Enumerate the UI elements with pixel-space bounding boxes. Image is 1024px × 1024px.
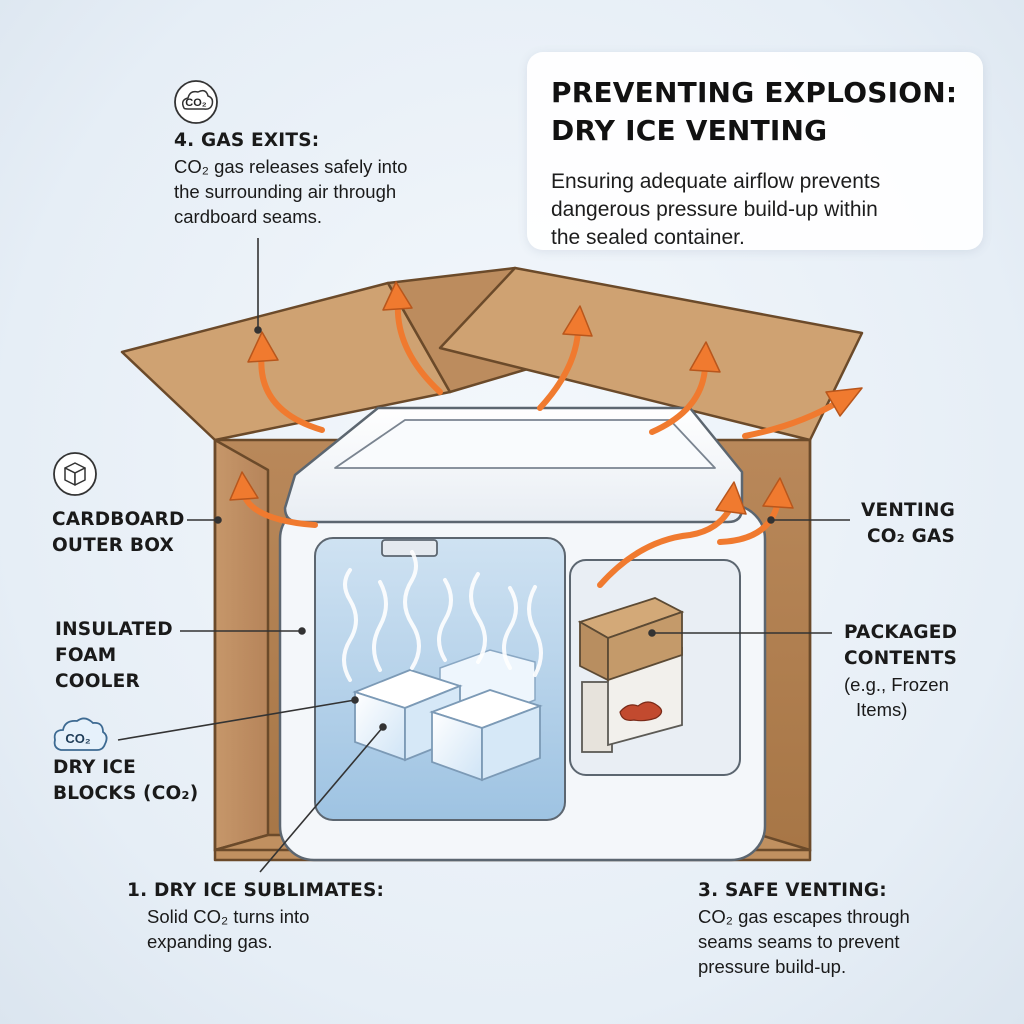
vent-arrow-head xyxy=(229,471,259,501)
vapor-wisp xyxy=(469,572,487,664)
box-icon xyxy=(53,452,97,496)
leader-dryice xyxy=(117,699,356,741)
box-icon-right xyxy=(74,467,86,486)
label-cardboard-box: CARDBOARD OUTER BOX xyxy=(52,507,185,559)
foam-line: COOLER xyxy=(55,671,140,692)
label-packaged-contents: PACKAGED CONTENTS (e.g., Frozen Items) xyxy=(844,620,957,722)
title-card: PREVENTING EXPLOSION: DRY ICE VENTING En… xyxy=(527,52,983,250)
sublimates-line: expanding gas. xyxy=(147,931,273,952)
vent-arrow xyxy=(597,502,735,588)
vent-arrow-head xyxy=(247,331,279,363)
packaged-contents xyxy=(577,597,685,753)
vapor-wisps xyxy=(342,550,543,682)
gas-exits-line: the surrounding air through xyxy=(174,181,397,202)
leader-lines xyxy=(117,238,850,873)
packaged-line: PACKAGED xyxy=(844,622,958,643)
leader-sublimates xyxy=(259,726,384,873)
vent-arrow-head xyxy=(762,477,794,509)
label-dry-ice: DRY ICE BLOCKS (CO₂) xyxy=(53,755,198,807)
package-box-bottom xyxy=(581,681,613,753)
gas-exits-heading: 4. GAS EXITS: xyxy=(174,130,320,151)
vent-arrow-head xyxy=(382,281,413,311)
venting-line: CO₂ GAS xyxy=(866,526,956,547)
dry-ice-line: BLOCKS (CO₂) xyxy=(53,783,199,804)
cardboard-line: OUTER BOX xyxy=(52,535,174,556)
title-desc-line: dangerous pressure build-up within xyxy=(551,198,878,221)
box-left-wall xyxy=(213,438,270,852)
sublimates-line: Solid CO₂ turns into xyxy=(147,906,310,927)
cloud-shape xyxy=(181,89,214,110)
co2-icon-text: CO₂ xyxy=(65,731,91,746)
title-desc-line: the sealed container. xyxy=(551,226,745,249)
vent-arrow-head xyxy=(715,481,747,515)
title-description: Ensuring adequate airflow prevents dange… xyxy=(551,168,959,252)
sublimates-heading: 1. DRY ICE SUBLIMATES: xyxy=(127,880,385,901)
packaged-note: (e.g., Frozen xyxy=(844,674,949,695)
safe-venting-heading: 3. SAFE VENTING: xyxy=(698,880,887,901)
foam-line: FOAM xyxy=(55,645,117,666)
vapor-wisp xyxy=(502,586,518,670)
venting-line: VENTING xyxy=(861,500,956,521)
vapor-wisp xyxy=(437,578,453,662)
vent-arrow-head xyxy=(689,341,721,373)
vent-arrow xyxy=(742,399,841,439)
gas-exits-line: CO₂ gas releases safely into xyxy=(174,156,408,177)
vapor-wisp xyxy=(527,585,543,677)
label-venting-gas: VENTING CO₂ GAS xyxy=(861,498,955,550)
safe-venting-line: pressure build-up. xyxy=(698,956,847,977)
cooler-lid-latch xyxy=(381,539,438,557)
vent-arrow xyxy=(717,499,781,545)
title-line-1: PREVENTING EXPLOSION: xyxy=(551,76,958,109)
packaged-note: Items) xyxy=(856,699,908,720)
label-sublimates: 1. DRY ICE SUBLIMATES: Solid CO₂ turns i… xyxy=(127,878,384,954)
safe-venting-line: CO₂ gas escapes through xyxy=(698,906,910,927)
vent-arrow xyxy=(394,299,443,395)
vapor-wisp xyxy=(342,568,358,682)
frozen-item xyxy=(619,701,663,722)
vent-arrow xyxy=(649,365,708,435)
leader-dot xyxy=(351,696,359,704)
leader-dot xyxy=(379,723,387,731)
leader-dot xyxy=(254,326,262,334)
ice-block-right-side xyxy=(481,704,541,782)
label-foam-cooler: INSULATED FOAM COOLER xyxy=(55,617,173,695)
package-kraft-side xyxy=(607,610,683,682)
label-safe-venting: 3. SAFE VENTING: CO₂ gas escapes through… xyxy=(698,878,910,979)
label-gas-exits: 4. GAS EXITS: CO₂ gas releases safely in… xyxy=(174,128,407,229)
vapor-wisp xyxy=(403,550,421,670)
vent-arrow-head xyxy=(562,305,593,337)
cardboard-line: CARDBOARD xyxy=(52,509,185,530)
leader-dot xyxy=(214,516,222,524)
co2-cloud-icon: CO₂ xyxy=(174,80,218,124)
safe-venting-line: seams seams to prevent xyxy=(698,931,900,952)
venting-arrows xyxy=(229,281,863,588)
vent-arrow xyxy=(258,349,325,433)
co2-icon-text: CO₂ xyxy=(185,97,207,109)
dry-ice-line: DRY ICE xyxy=(53,757,136,778)
packaged-line: CONTENTS xyxy=(844,648,958,669)
vapor-wisp xyxy=(372,580,388,672)
vent-arrow xyxy=(537,329,581,411)
foam-line: INSULATED xyxy=(55,619,173,640)
title-desc-line: Ensuring adequate airflow prevents xyxy=(551,170,881,193)
title-line-2: DRY ICE VENTING xyxy=(551,114,828,147)
cloud-shape xyxy=(53,717,108,751)
vent-arrow-head xyxy=(825,387,863,417)
leader-dot xyxy=(767,516,775,524)
leader-dot xyxy=(648,629,656,637)
leader-dot xyxy=(298,627,306,635)
co2-cloud-icon: CO₂ xyxy=(53,717,108,751)
gas-exits-line: cardboard seams. xyxy=(174,206,323,227)
